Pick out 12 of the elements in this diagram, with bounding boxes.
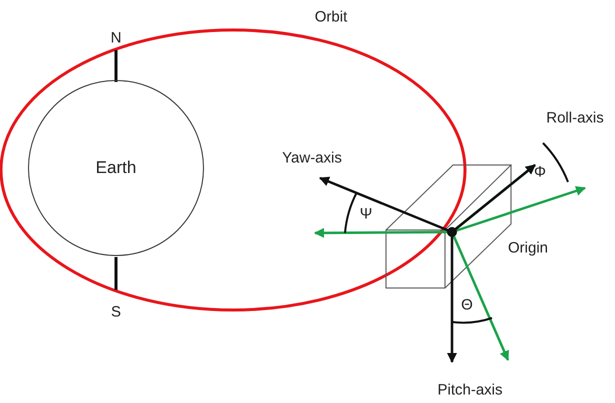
axis-label: Pitch-axis: [437, 382, 503, 398]
earth-circle: [28, 80, 204, 256]
orbit-label: Orbit: [314, 10, 348, 24]
angle-label: Φ: [534, 164, 546, 180]
angle-label: Ψ: [360, 206, 372, 222]
pole-label: N: [110, 30, 122, 46]
angle-label: Θ: [461, 298, 473, 312]
axis-label: Yaw-axis: [282, 150, 342, 166]
axis-label: Roll-axis: [546, 110, 604, 126]
pole-label: S: [111, 304, 121, 320]
origin-label: Origin: [508, 240, 548, 256]
earth-label: Earth: [96, 158, 136, 178]
